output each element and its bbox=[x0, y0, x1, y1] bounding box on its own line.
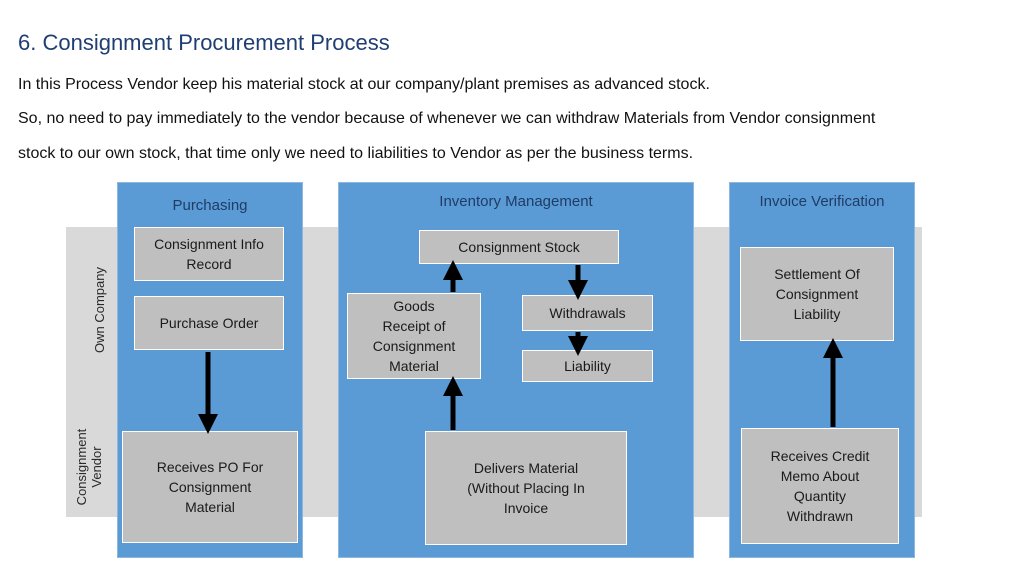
purchasing-title: Purchasing bbox=[172, 197, 248, 214]
intro-line-3: stock to our own stock, that time only w… bbox=[18, 145, 694, 162]
withdrawals-box: Withdrawals bbox=[522, 295, 653, 331]
receives-po-box: Receives PO For Consignment Material bbox=[122, 431, 298, 543]
delivers-material-box: Delivers Material (Without Placing In In… bbox=[425, 431, 627, 545]
goods-receipt-box: Goods Receipt of Consignment Material bbox=[347, 293, 481, 379]
consignment-info-record-box: Consignment Info Record bbox=[134, 227, 284, 281]
intro-line-1: In this Process Vendor keep his material… bbox=[18, 76, 710, 93]
settlement-box: Settlement Of Consignment Liability bbox=[740, 247, 894, 341]
purchase-order-box: Purchase Order bbox=[134, 296, 284, 350]
intro-line-2: So, no need to pay immediately to the ve… bbox=[18, 110, 876, 127]
page-title: 6. Consignment Procurement Process bbox=[18, 30, 390, 55]
consignment-stock-box: Consignment Stock bbox=[419, 230, 619, 264]
credit-memo-box: Receives Credit Memo About Quantity With… bbox=[741, 428, 899, 544]
inventory-title: Inventory Management bbox=[439, 193, 593, 210]
invoice-title: Invoice Verification bbox=[759, 193, 885, 210]
